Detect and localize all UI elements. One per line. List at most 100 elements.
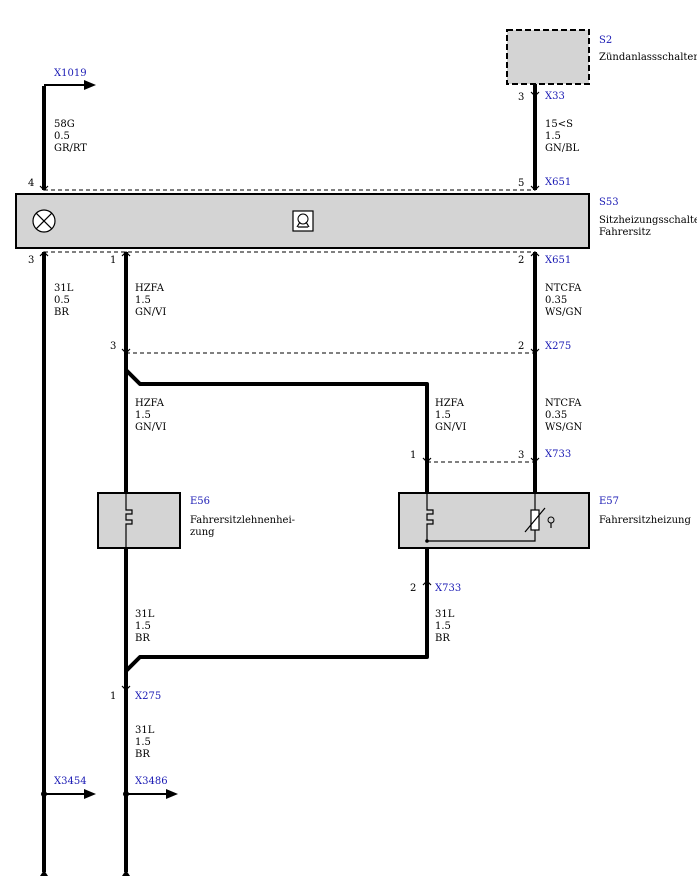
svg-text:1.5: 1.5 (435, 410, 451, 421)
pin-number: 2 (518, 255, 524, 266)
svg-text:WS/GN: WS/GN (545, 307, 582, 318)
pin-chevron (530, 91, 540, 97)
pin-chevron (121, 685, 131, 691)
e56-id: E56 (190, 496, 210, 507)
pin-chevron (422, 457, 432, 463)
svg-text:31L: 31L (435, 609, 455, 620)
svg-text:BR: BR (435, 633, 450, 644)
wire-spec-31l-left: 31L 0.5 BR (54, 283, 74, 318)
svg-text:31L: 31L (135, 609, 155, 620)
svg-text:WS/GN: WS/GN (545, 422, 582, 433)
wire-spec-hzfa-2: HZFA 1.5 GN/VI (135, 398, 166, 433)
wire-hzfa-3 (124, 368, 429, 462)
wire-spec-hzfa-3: HZFA 1.5 GN/VI (435, 398, 466, 433)
wire-spec-58g: 58G 0.5 GR/RT (54, 119, 87, 154)
junction-dot (41, 791, 47, 797)
svg-text:31L: 31L (54, 283, 74, 294)
pin-chevron (39, 251, 49, 257)
pin-number: 4 (28, 178, 34, 189)
connector-x651-bottom: X651 (545, 255, 571, 266)
svg-text:GN/VI: GN/VI (135, 422, 166, 433)
svg-text:0.5: 0.5 (54, 295, 70, 306)
svg-text:15<S: 15<S (545, 119, 573, 130)
connector-x275-top: X275 (545, 341, 571, 352)
svg-text:1.5: 1.5 (545, 131, 561, 142)
pin-chevron (121, 251, 131, 257)
connector-x33: X33 (545, 91, 565, 102)
wire-31l-e57 (124, 548, 429, 673)
seat-heating-icon (292, 210, 314, 232)
connector-x3486: X3486 (135, 776, 168, 787)
e57-id: E57 (599, 496, 619, 507)
connector-x1019: X1019 (54, 68, 87, 79)
pin-number: 3 (28, 255, 34, 266)
wire-end (122, 870, 130, 876)
wire-spec-31l-bottom: 31L 1.5 BR (135, 725, 155, 760)
pin-chevron (121, 348, 131, 354)
e56-name-2: zung (190, 527, 215, 538)
svg-text:BR: BR (135, 749, 150, 760)
arrow-right-icon (126, 789, 178, 799)
heating-element-icon (125, 504, 133, 530)
svg-text:0.35: 0.35 (545, 295, 567, 306)
svg-text:1.5: 1.5 (135, 295, 151, 306)
wire-spec-31l-e57: 31L 1.5 BR (435, 609, 455, 644)
svg-text:HZFA: HZFA (135, 283, 165, 294)
svg-text:58G: 58G (54, 119, 75, 130)
svg-text:0.5: 0.5 (54, 131, 70, 142)
connector-x733-top: X733 (545, 449, 571, 460)
connector-x733-bottom: X733 (435, 583, 461, 594)
junction-dot (425, 539, 429, 543)
svg-text:0.35: 0.35 (545, 410, 567, 421)
svg-text:BR: BR (54, 307, 69, 318)
lamp-icon (32, 209, 56, 233)
pin-number: 1 (110, 255, 116, 266)
svg-text:GN/VI: GN/VI (135, 307, 166, 318)
svg-text:1.5: 1.5 (135, 410, 151, 421)
e57-name: Fahrersitzheizung (599, 515, 691, 526)
pin-number: 1 (410, 450, 416, 461)
pin-number: 2 (410, 583, 416, 594)
svg-text:BR: BR (135, 633, 150, 644)
e56-name-1: Fahrersitzlehnenhei- (190, 515, 295, 526)
pin-number: 3 (110, 341, 116, 352)
wire-spec-ntcfa-2: NTCFA 0.35 WS/GN (545, 398, 582, 433)
svg-text:31L: 31L (135, 725, 155, 736)
arrow-right-icon (44, 80, 96, 90)
wire-end (40, 870, 48, 876)
pin-number: 1 (110, 691, 116, 702)
s53-name-1: Sitzheizungsschalter (599, 215, 697, 226)
wire-spec-31l-e56: 31L 1.5 BR (135, 609, 155, 644)
e56-box (97, 492, 181, 549)
s53-name-2: Fahrersitz (599, 227, 651, 238)
pin-chevron (422, 580, 432, 586)
svg-text:1.5: 1.5 (135, 621, 151, 632)
junction-dot (123, 791, 129, 797)
wire-spec-15s: 15<S 1.5 GN/BL (545, 119, 579, 154)
svg-text:1.5: 1.5 (135, 737, 151, 748)
wire-spec-hzfa-1: HZFA 1.5 GN/VI (135, 283, 166, 318)
e57-internal-wire (426, 530, 536, 542)
s53-id: S53 (599, 197, 619, 208)
pin-chevron (530, 251, 540, 257)
pin-number: 2 (518, 341, 524, 352)
pin-number: 3 (518, 92, 524, 103)
pin-number: 3 (518, 450, 524, 461)
heating-element-icon (426, 504, 434, 530)
wire-spec-ntcfa-1: NTCFA 0.35 WS/GN (545, 283, 582, 318)
svg-text:GN/BL: GN/BL (545, 143, 579, 154)
connector-x651-top: X651 (545, 177, 571, 188)
connector-x3454: X3454 (54, 776, 87, 787)
arrow-right-icon (44, 789, 96, 799)
pin-chevron (530, 185, 540, 191)
svg-text:GR/RT: GR/RT (54, 143, 87, 154)
pin-chevron (39, 185, 49, 191)
svg-text:HZFA: HZFA (135, 398, 165, 409)
pin-chevron (530, 457, 540, 463)
pin-number: 5 (518, 178, 524, 189)
s2-id: S2 (599, 35, 612, 46)
svg-text:NTCFA: NTCFA (545, 283, 582, 294)
s2-name: Zündanlassschalter (599, 52, 697, 63)
